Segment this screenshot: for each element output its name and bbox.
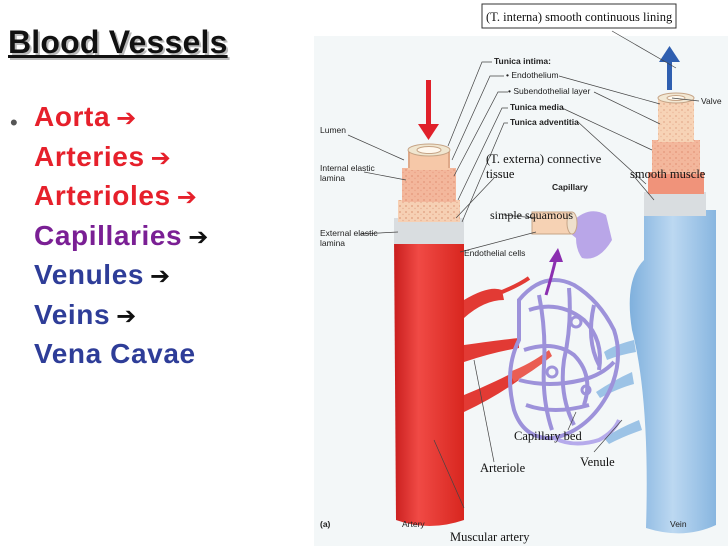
- list-item-label: Arterioles: [34, 180, 171, 211]
- list-item: Arterioles➔: [34, 177, 209, 217]
- note-t-externa: (T. externa) connective: [486, 152, 602, 166]
- vessel-sequence-list: Aorta➔ Arteries➔ Arterioles➔ Capillaries…: [34, 98, 209, 373]
- list-item: Aorta➔: [34, 98, 209, 138]
- right-arrow-icon: ➔: [151, 144, 172, 172]
- label-tunica-intima: Tunica intima:: [494, 56, 551, 66]
- label-capillary: Capillary: [552, 182, 588, 192]
- list-item-label: Aorta: [34, 101, 110, 132]
- note-muscular-artery: Muscular artery: [450, 530, 530, 544]
- label-panel-a: (a): [320, 519, 331, 529]
- list-item: Capillaries➔: [34, 217, 209, 257]
- note-t-interna: (T. interna) smooth continuous lining: [486, 10, 673, 24]
- label-artery: Artery: [402, 519, 425, 529]
- slide-title: Blood Vessels: [8, 24, 228, 61]
- label-endothelium: • Endothelium: [506, 70, 559, 80]
- list-item-label: Arteries: [34, 141, 145, 172]
- label-tunica-adventitia: Tunica adventitia: [510, 117, 579, 127]
- note-simple-squamous: simple squamous: [490, 208, 573, 222]
- note-arteriole: Arteriole: [480, 461, 526, 475]
- label-external-elastic-2: lamina: [320, 238, 345, 248]
- list-item: Arteries➔: [34, 138, 209, 178]
- label-internal-elastic: Internal elastic: [320, 163, 376, 173]
- right-arrow-icon: ➔: [150, 262, 171, 290]
- note-smooth-muscle: smooth muscle: [630, 167, 706, 181]
- note-venule: Venule: [580, 455, 615, 469]
- list-item-label: Venules: [34, 259, 144, 290]
- label-external-elastic: External elastic: [320, 228, 378, 238]
- right-arrow-icon: ➔: [177, 183, 198, 211]
- blood-vessel-diagram: Lumen Internal elastic lamina External e…: [314, 0, 728, 546]
- note-t-externa-2: tissue: [486, 167, 515, 181]
- label-subendothelial: • Subendothelial layer: [508, 86, 591, 96]
- list-item: Venules➔: [34, 256, 209, 296]
- right-arrow-icon: ➔: [116, 302, 137, 330]
- list-item-label: Vena Cavae: [34, 338, 196, 369]
- right-arrow-icon: ➔: [116, 104, 137, 132]
- label-lumen: Lumen: [320, 125, 346, 135]
- note-capillary-bed: Capillary bed: [514, 429, 582, 443]
- label-tunica-media: Tunica media: [510, 102, 564, 112]
- list-item-label: Capillaries: [34, 220, 182, 251]
- label-vein: Vein: [670, 519, 687, 529]
- list-item: Veins➔: [34, 296, 209, 336]
- list-item-label: Veins: [34, 299, 110, 330]
- label-valve: Valve: [701, 96, 722, 106]
- label-endothelial-cells: Endothelial cells: [464, 248, 525, 258]
- right-arrow-icon: ➔: [188, 223, 209, 251]
- list-item: Vena Cavae: [34, 335, 209, 373]
- label-internal-elastic-2: lamina: [320, 173, 345, 183]
- bullet-dot: •: [10, 110, 18, 136]
